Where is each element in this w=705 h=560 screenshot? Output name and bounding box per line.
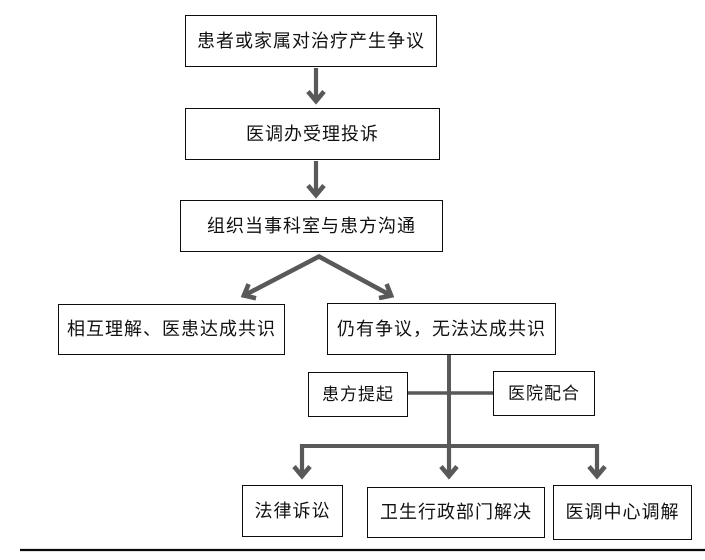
node-no-consensus: 仍有争议，无法达成共识 [327,303,556,355]
node-consensus-reached: 相互理解、医患达成共识 [58,304,285,355]
node-patient-initiates: 患方提起 [308,372,408,417]
node-legal-litigation: 法律诉讼 [242,485,343,537]
node-health-admin-resolution: 卫生行政部门解决 [367,487,545,538]
node-mediation-office-accepts: 医调办受理投诉 [185,108,440,160]
node-hospital-cooperates: 医院配合 [493,371,595,416]
node-organize-communication: 组织当事科室与患方沟通 [180,200,443,252]
arrow-diagonal-left-icon [240,253,322,301]
node-patient-dispute: 患者或家属对治疗产生争议 [185,15,437,67]
node-mediation-center: 医调中心调解 [553,485,692,540]
arrow-diagonal-right-icon [316,253,395,301]
